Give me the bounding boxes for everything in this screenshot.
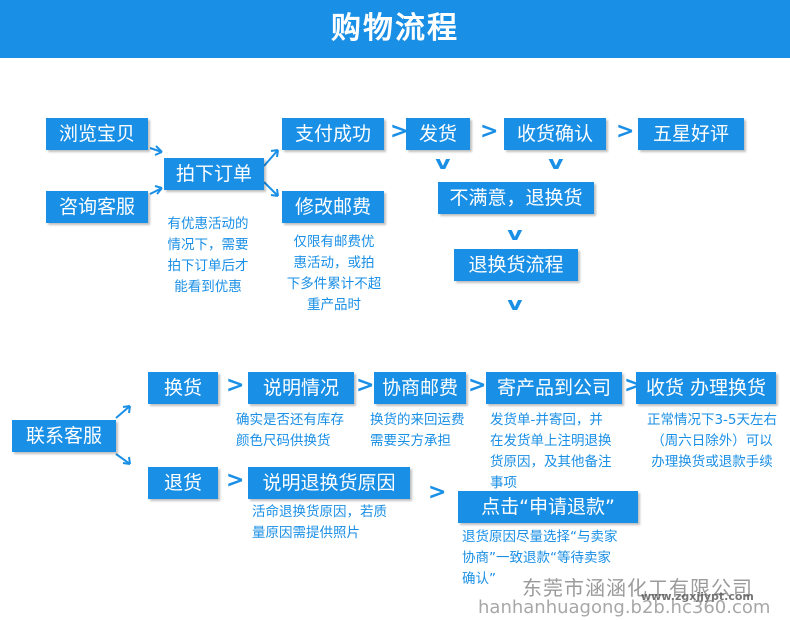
shipment-note: 发货单-并寄回，并 在发货单上注明退换 货原因，及其他备注 事项 — [490, 412, 612, 491]
unsatisfied-return-box: 不满意，退换货 — [438, 182, 594, 214]
ship-box: 发货 — [406, 118, 470, 150]
refund-note: 退货原因尽量选择“与卖家 协商”一致退款“等待卖家 确认” — [462, 529, 618, 587]
arrow-right-icon: > — [480, 119, 499, 144]
arrow-right-icon: > — [616, 119, 635, 144]
freight-note: 换货的来回运费 需要买方承担 — [370, 412, 465, 449]
negotiate-postage-box: 协商邮费 — [374, 372, 466, 404]
contact-service-box: 联系客服 — [12, 420, 116, 452]
arrow-down-icon: v — [507, 224, 523, 245]
arrow-down-icon: v — [435, 153, 451, 174]
arrow-right-icon: > — [226, 373, 245, 398]
arrow-right-icon: > — [356, 373, 375, 398]
reason-note: 活命退换货原因，若质 量原因需提供照片 — [252, 504, 387, 541]
send-product-box: 寄产品到公司 — [486, 372, 622, 404]
site-watermark: www.zgxjjypt.com — [641, 590, 754, 603]
five-star-review-box: 五星好评 — [638, 118, 744, 150]
arrow-right-icon: > — [390, 119, 409, 144]
consult-service-box: 咨询客服 — [46, 191, 148, 223]
timing-note: 正常情况下3-5天左右 （周六日除外）可以 办理换货或退款手续 — [646, 412, 778, 470]
place-order-box: 拍下订单 — [164, 158, 264, 190]
payment-success-box: 支付成功 — [282, 118, 384, 150]
arrow-right-icon: > — [468, 373, 487, 398]
explain-reason-box: 说明退换货原因 — [248, 467, 410, 499]
exchange-box: 换货 — [148, 372, 218, 404]
return-flow-box: 退换货流程 — [454, 249, 578, 281]
promo-note: 有优惠活动的 情况下，需要 拍下订单后才 能看到优惠 — [167, 216, 249, 295]
company-watermark: 东莞市涵涵化工有限公司 — [522, 576, 753, 600]
arrow-right-icon: > — [226, 468, 245, 493]
receive-confirm-box: 收货确认 — [504, 118, 606, 150]
url-watermark: hanhanhuagong.b2b.hc360.com — [478, 597, 771, 618]
stock-note: 确实是否还有库存 颜色尺码供换货 — [236, 412, 344, 449]
postage-note: 仅限有邮费优 惠活动，或拍 下多件累计不超 重产品时 — [286, 234, 382, 313]
arrow-down-icon: v — [507, 294, 523, 315]
modify-shipping-box: 修改邮费 — [282, 191, 384, 223]
process-exchange-box: 收货 办理换货 — [636, 372, 776, 404]
arrow-right-icon: > — [428, 480, 447, 505]
header-bar — [0, 0, 790, 58]
explain-situation-box: 说明情况 — [248, 372, 354, 404]
refund-box: 退货 — [148, 467, 218, 499]
apply-refund-box: 点击“申请退款” — [458, 491, 638, 523]
page-title: 购物流程 — [331, 11, 459, 46]
arrow-down-icon: v — [548, 153, 564, 174]
browse-item-box: 浏览宝贝 — [46, 118, 148, 150]
